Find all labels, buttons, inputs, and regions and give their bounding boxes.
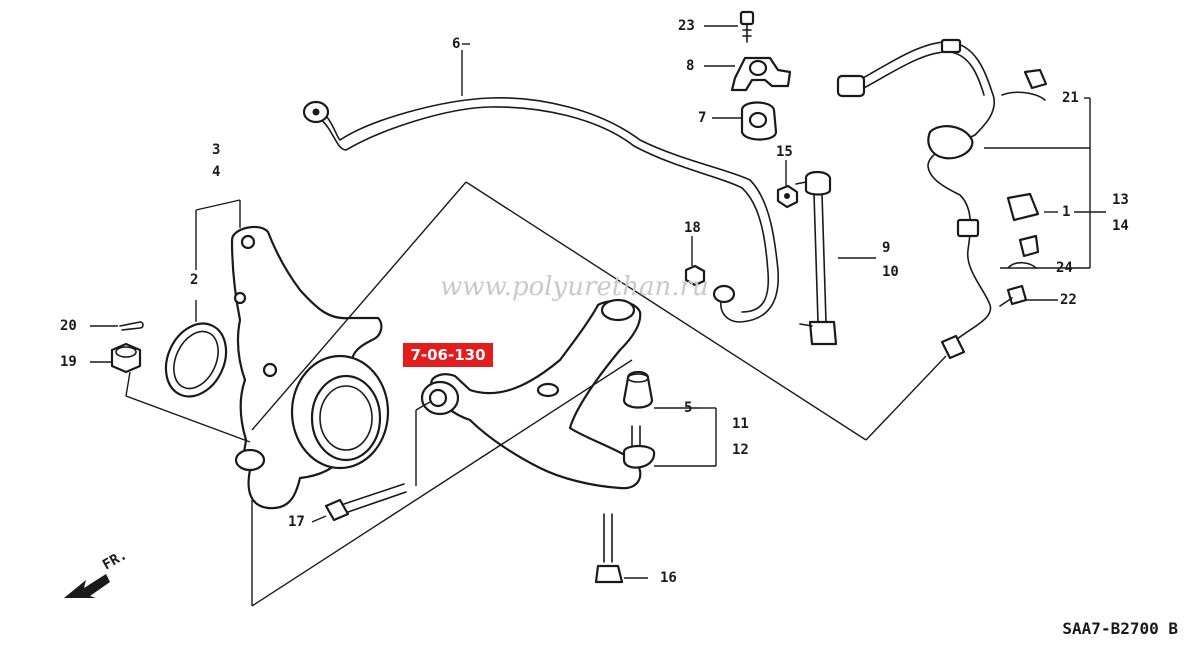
- label-7: 7: [698, 110, 706, 126]
- bolt-16: [594, 513, 624, 584]
- nut-15: [776, 184, 799, 209]
- label-3: 3: [212, 142, 220, 158]
- label-1: 1: [1062, 204, 1070, 220]
- nut-18: [684, 264, 706, 287]
- castle-nut-19: [110, 342, 142, 374]
- label-22: 22: [1060, 292, 1077, 308]
- label-4: 4: [212, 164, 220, 180]
- lower-control-arm: [420, 298, 642, 490]
- label-15: 15: [776, 144, 793, 160]
- abs-sensor-harness: [836, 38, 1048, 360]
- label-20: 20: [60, 318, 77, 334]
- reference-badge[interactable]: 7-06-130: [403, 343, 493, 367]
- part-labels: 6 23 8 7 15 18 9 10 21 1 13 14 24 22 3 4…: [60, 18, 1129, 586]
- stabilizer-link: [795, 170, 838, 346]
- steering-knuckle: [230, 225, 390, 510]
- label-19: 19: [60, 354, 77, 370]
- label-6: 6: [452, 36, 460, 52]
- bolt-23: [739, 10, 755, 43]
- label-12: 12: [732, 442, 749, 458]
- forward-arrow-icon: FR.: [64, 547, 130, 598]
- bolt-17: [324, 483, 407, 522]
- label-10: 10: [882, 264, 899, 280]
- label-2: 2: [190, 272, 198, 288]
- ball-joint-boot-5: [622, 370, 654, 409]
- label-21: 21: [1062, 90, 1079, 106]
- stabilizer-bushing-7: [740, 101, 778, 141]
- ball-joint: [622, 425, 656, 469]
- label-5: 5: [684, 400, 692, 416]
- label-18: 18: [684, 220, 701, 236]
- label-13: 13: [1112, 192, 1129, 208]
- label-11: 11: [732, 416, 749, 432]
- label-24: 24: [1056, 260, 1073, 276]
- leader-lines: [90, 25, 1106, 607]
- label-23: 23: [678, 18, 695, 34]
- label-8: 8: [686, 58, 694, 74]
- label-17: 17: [288, 514, 305, 530]
- stabilizer-bracket-8: [730, 56, 792, 92]
- diagram-code: SAA7-B2700 B: [1062, 619, 1178, 638]
- stabilizer-bar: [302, 97, 780, 323]
- label-16: 16: [660, 570, 677, 586]
- seal-ring-2: [164, 322, 228, 398]
- direction-label: FR.: [100, 547, 130, 574]
- label-14: 14: [1112, 218, 1129, 234]
- cotter-pin-20: [119, 321, 144, 331]
- label-9: 9: [882, 240, 890, 256]
- watermark: www.polyurethan.ru: [440, 272, 709, 302]
